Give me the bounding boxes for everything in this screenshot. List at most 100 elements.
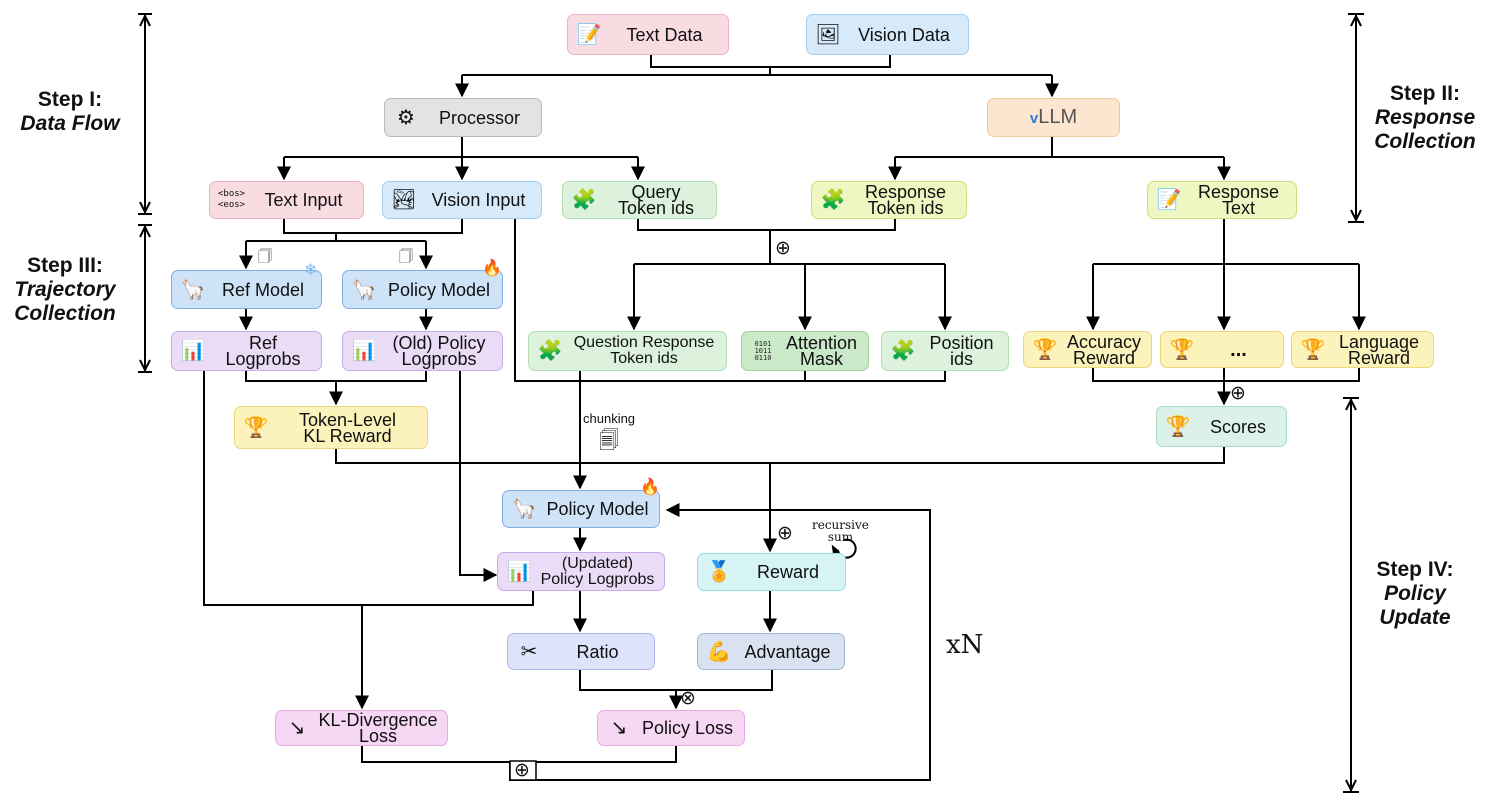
processor-label: Processor — [438, 107, 521, 128]
step-3-title: Step III: — [27, 254, 103, 277]
policy-model-node: 🦙 Policy Model — [502, 490, 660, 528]
updated-policy-logprobs-line-2: Policy Logprobs — [540, 570, 655, 588]
blocks-icon: 🧩 — [537, 340, 563, 362]
text-input-node: <bos> <eos> Text Input — [209, 181, 364, 219]
step-2-subtitle-1: Response — [1374, 106, 1476, 129]
step-4-label: Step IV: Policy Update — [1360, 558, 1470, 630]
trophy-icon: 🏆 — [1300, 338, 1326, 361]
notepad-icon: 📝 — [1156, 189, 1182, 211]
gear-icon: ⚙ — [397, 106, 415, 129]
bos-token: <bos> — [218, 189, 246, 199]
policy-loss-node: ↘ Policy Loss — [597, 710, 745, 746]
token-level-kl-reward-node: 🏆 Token-Level KL Reward — [234, 406, 428, 449]
scores-node: 🏆 Scores — [1156, 406, 1287, 447]
more-rewards-label: ... — [1230, 338, 1247, 361]
old-policy-logprobs-line-2: Logprobs — [401, 349, 477, 369]
concat-operator: ⊕ — [775, 238, 791, 259]
recursive-sum-annotation: recursive sum — [812, 519, 869, 543]
updated-policy-logprobs-label: (Updated) Policy Logprobs — [539, 555, 656, 588]
trend-down-icon: ↘ — [610, 717, 628, 739]
step-2-title: Step II: — [1389, 82, 1460, 105]
concat-operator: ⊕ — [514, 760, 530, 781]
llama-icon: 🦙 — [511, 498, 537, 520]
token-level-kl-reward-line-1: Token-Level — [298, 409, 397, 430]
trophy-icon: 🏆 — [1165, 415, 1191, 438]
accuracy-reward-line-1: Accuracy — [1066, 331, 1142, 352]
recursive-sum-line-1: recursive — [812, 518, 869, 532]
updated-policy-logprobs-node: 📊 (Updated) Policy Logprobs — [497, 552, 665, 591]
processor-node: ⚙ Processor — [384, 98, 542, 137]
old-policy-logprobs-label: (Old) Policy Logprobs — [384, 334, 494, 369]
attention-mask-label: Attention Mask — [783, 333, 860, 369]
step-3-label: Step III: Trajectory Collection — [2, 254, 128, 326]
step-3-subtitle-1: Trajectory — [14, 278, 116, 301]
step-1-label: Step I: Data Flow — [10, 88, 130, 136]
text-data-label: Text Data — [626, 24, 703, 45]
histogram-icon: 📊 — [506, 560, 532, 583]
multiply-operator: ⊗ — [680, 688, 696, 709]
text-data-node: 📝 Text Data — [567, 14, 729, 55]
ref-logprobs-node: 📊 Ref Logprobs — [171, 331, 322, 371]
trophy-icon: 🏆 — [1032, 338, 1058, 361]
position-ids-line-1: Position — [929, 333, 994, 353]
accuracy-reward-label: Accuracy Reward — [1065, 331, 1143, 367]
old-policy-logprobs-node: 📊 (Old) Policy Logprobs — [342, 331, 503, 371]
query-token-ids-line-2: Token ids — [617, 198, 695, 218]
advantage-node: 💪 Advantage — [697, 633, 845, 670]
step-2-subtitle-2: Collection — [1374, 130, 1476, 153]
response-token-ids-line-2: Token ids — [867, 198, 944, 218]
text-input-label: Text Input — [264, 190, 343, 210]
notepad-icon: 📝 — [576, 23, 602, 46]
question-response-token-ids-label: Question Response Token ids — [570, 335, 718, 367]
question-response-token-ids-line-2: Token ids — [610, 350, 678, 367]
eos-token: <eos> — [218, 200, 246, 210]
step-3-subtitle-2: Collection — [14, 302, 116, 325]
document-icon: 🗍 — [258, 248, 272, 264]
attention-mask-line-1: Attention — [785, 333, 858, 353]
token-level-kl-reward-label: Token-Level KL Reward — [276, 409, 419, 445]
scissors-icon: ✂ — [520, 640, 538, 663]
response-text-line-2: Text — [1221, 198, 1255, 218]
ratio-node: ✂ Ratio — [507, 633, 655, 670]
trophy-icon: 🏆 — [1169, 338, 1195, 361]
medal-icon: 🏅 — [706, 561, 732, 583]
histogram-icon: 📊 — [180, 340, 206, 362]
concat-operator: ⊕ — [1230, 383, 1246, 404]
accuracy-reward-node: 🏆 Accuracy Reward — [1023, 331, 1152, 368]
response-text-line-1: Response — [1197, 182, 1280, 202]
blocks-icon: 🧩 — [571, 189, 597, 211]
query-token-ids-line-1: Query — [631, 182, 681, 202]
chunking-annotation: chunking — [583, 411, 635, 426]
step-1-title: Step I: — [37, 88, 103, 111]
query-token-ids-label: Query Token ids — [604, 182, 708, 218]
reward-label: Reward — [756, 562, 820, 582]
position-ids-node: 🧩 Position ids — [881, 331, 1009, 371]
attention-mask-line-2: Mask — [799, 349, 843, 369]
reward-node: 🏅 Reward — [697, 553, 846, 591]
vllm-prefix: v — [1029, 109, 1039, 127]
step-2-label: Step II: Response Collection — [1362, 82, 1488, 154]
llama-icon: 🦙 — [351, 278, 377, 301]
vision-input-node: 🏞 Vision Input — [382, 181, 542, 219]
response-token-ids-node: 🧩 Response Token ids — [811, 181, 967, 219]
question-response-token-ids-node: 🧩 Question Response Token ids — [528, 331, 727, 371]
ref-model-node: 🦙 Ref Model — [171, 270, 322, 309]
ref-logprobs-label: Ref Logprobs — [225, 333, 301, 369]
language-reward-node: 🏆 Language Reward — [1291, 331, 1434, 368]
advantage-label: Advantage — [744, 641, 831, 662]
vision-input-label: Vision Input — [431, 190, 526, 210]
kl-divergence-loss-line-2: Loss — [358, 726, 398, 746]
recursive-sum-line-2: sum — [827, 530, 854, 544]
position-ids-label: Position ids — [923, 333, 1000, 368]
picture-icon: 🏞 — [391, 189, 417, 211]
more-rewards-node: 🏆 ... — [1160, 331, 1284, 368]
policy-model-top-label: Policy Model — [387, 279, 491, 300]
snowflake-icon: ❄ — [304, 262, 318, 279]
policy-model-label: Policy Model — [546, 499, 649, 519]
document-icon: 🗍 — [399, 248, 413, 264]
response-text-node: 📝 Response Text — [1147, 181, 1297, 219]
blocks-icon: 🧩 — [820, 189, 846, 211]
